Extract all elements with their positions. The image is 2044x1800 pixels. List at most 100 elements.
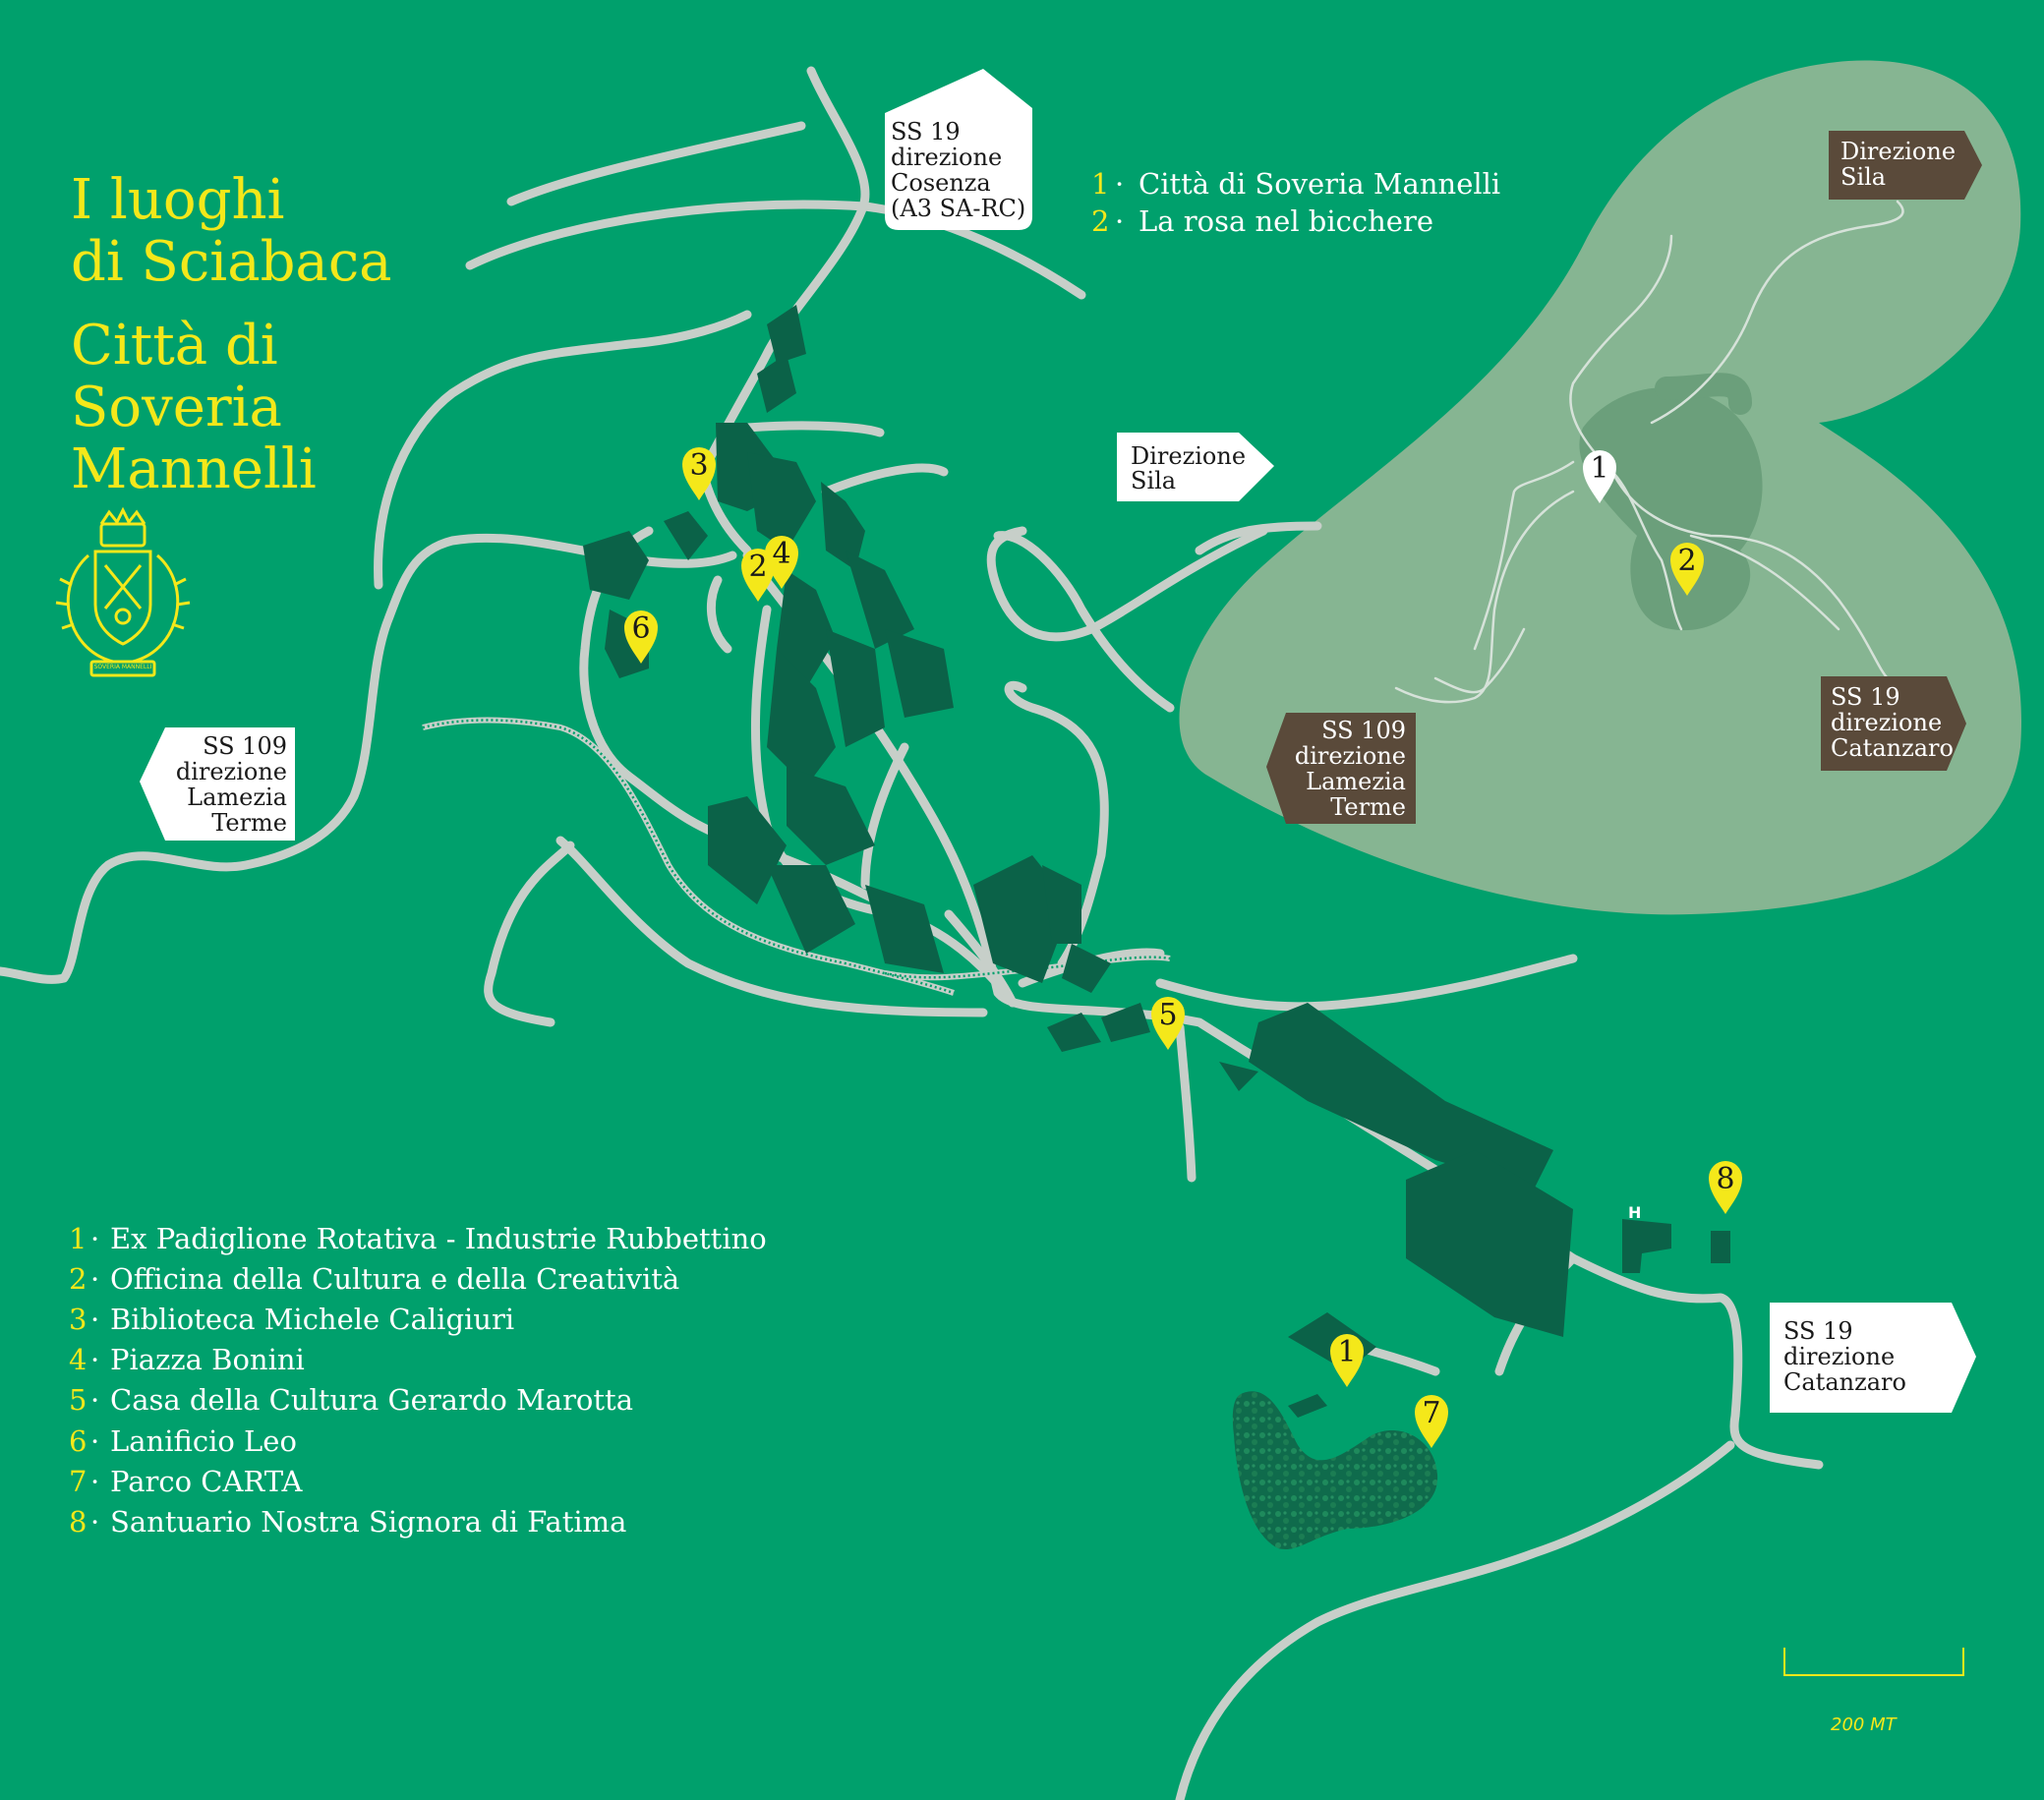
sign-lamezia-inset-line-2: direzione bbox=[1295, 742, 1406, 770]
legend-num-2: 2 bbox=[69, 1262, 87, 1296]
legend-sep-4: · bbox=[90, 1343, 99, 1376]
sign-lamezia-inset: SS 109 direzione Lamezia Terme bbox=[1266, 713, 1416, 824]
legend-sep-2: · bbox=[90, 1262, 99, 1296]
pin-5-label: 5 bbox=[1158, 998, 1177, 1032]
pin-1[interactable]: 1 bbox=[1330, 1334, 1364, 1387]
map-pin-icon bbox=[1709, 1161, 1742, 1214]
crest-caption: SOVERIA MANNELLI bbox=[94, 664, 152, 670]
legend-label-2: Officina della Cultura e della Creativit… bbox=[110, 1262, 679, 1296]
legend-label-3: Biblioteca Michele Caligiuri bbox=[110, 1303, 514, 1336]
roads-layer bbox=[0, 66, 1824, 1800]
legend-label-6: Lanificio Leo bbox=[110, 1424, 297, 1458]
sign-lamezia-left: SS 109 direzione Lamezia Terme bbox=[140, 727, 295, 841]
inset-roads-layer bbox=[1394, 200, 1904, 704]
sign-sila-inset: Direzione Sila bbox=[1829, 131, 1982, 200]
sign-lamezia-left-line-3: Lamezia bbox=[187, 784, 287, 811]
legend-num-6: 6 bbox=[69, 1424, 87, 1458]
pin-8[interactable]: 8 bbox=[1709, 1161, 1742, 1214]
map-pin-icon bbox=[1670, 543, 1704, 596]
main-legend: 1 · Ex Padiglione Rotativa - Industrie R… bbox=[69, 1222, 767, 1539]
legend-num-5: 5 bbox=[69, 1383, 87, 1417]
inset-legend-sep-1: · bbox=[1115, 167, 1124, 201]
sign-sila-town-line-2: Sila bbox=[1131, 467, 1176, 494]
sign-catanzaro-right-line-1: SS 19 bbox=[1783, 1317, 1853, 1345]
pin-4-label: 4 bbox=[772, 537, 790, 571]
sign-cosenza-line-1: SS 19 bbox=[891, 118, 961, 145]
sign-catanzaro-right-line-2: direzione bbox=[1783, 1343, 1895, 1370]
sign-sila-inset-line-2: Sila bbox=[1840, 163, 1886, 191]
legend-sep-7: · bbox=[90, 1465, 99, 1498]
map-pin-icon bbox=[1151, 997, 1185, 1050]
municipal-crest-icon bbox=[55, 506, 191, 677]
pin-inset-2[interactable]: 2 bbox=[1670, 543, 1704, 596]
sign-lamezia-left-line-1: SS 109 bbox=[203, 732, 287, 760]
pin-5[interactable]: 5 bbox=[1151, 997, 1185, 1050]
inset-legend-num-1: 1 bbox=[1091, 167, 1109, 201]
pins-layer: 3 2 4 6 5 8 1 7 bbox=[624, 447, 1742, 1448]
sign-catanzaro-inset-line-3: Catanzaro bbox=[1831, 734, 1954, 762]
buildings-layer bbox=[583, 305, 1730, 1418]
pin-inset-1-label: 1 bbox=[1590, 451, 1608, 486]
pin-inset-1[interactable]: 1 bbox=[1583, 450, 1616, 503]
legend-num-4: 4 bbox=[69, 1343, 87, 1376]
map-pin-icon bbox=[1583, 450, 1616, 503]
scale-label: 200 MT bbox=[1831, 1714, 1898, 1735]
legend-num-7: 7 bbox=[69, 1465, 87, 1498]
sign-lamezia-left-line-4: Terme bbox=[211, 809, 287, 837]
legend-label-5: Casa della Cultura Gerardo Marotta bbox=[110, 1383, 633, 1417]
title-line-2: di Sciabaca bbox=[71, 230, 392, 294]
sign-sila-town: Direzione Sila bbox=[1117, 433, 1274, 501]
legend-sep-6: · bbox=[90, 1424, 99, 1458]
title-line-4: Soveria bbox=[71, 376, 282, 439]
sila-inset-built-area bbox=[1579, 387, 1763, 631]
title-line-1: I luoghi bbox=[71, 168, 284, 232]
map-pin-icon bbox=[1330, 1334, 1364, 1387]
map-pin-icon bbox=[1415, 1395, 1448, 1448]
legend-label-7: Parco CARTA bbox=[110, 1465, 303, 1498]
pin-1-label: 1 bbox=[1337, 1335, 1356, 1369]
sign-lamezia-inset-line-4: Terme bbox=[1330, 793, 1406, 821]
pin-6[interactable]: 6 bbox=[624, 610, 658, 664]
legend-label-1: Ex Padiglione Rotativa - Industrie Rubbe… bbox=[110, 1222, 767, 1255]
pin-inset-2-label: 2 bbox=[1677, 544, 1696, 578]
inset-legend: 1 · Città di Soveria Mannelli 2 · La ros… bbox=[1091, 167, 1500, 238]
legend-sep-8: · bbox=[90, 1505, 99, 1539]
sign-cosenza-line-4: (A3 SA-RC) bbox=[891, 195, 1025, 222]
sign-lamezia-inset-line-1: SS 109 bbox=[1321, 717, 1406, 744]
pin-3[interactable]: 3 bbox=[682, 447, 716, 500]
pin-7[interactable]: 7 bbox=[1415, 1395, 1448, 1448]
sign-catanzaro-inset: SS 19 direzione Catanzaro bbox=[1821, 676, 1966, 771]
sign-lamezia-left-line-2: direzione bbox=[176, 758, 287, 785]
legend-num-1: 1 bbox=[69, 1222, 87, 1255]
legend-num-8: 8 bbox=[69, 1505, 87, 1539]
title-line-5: Mannelli bbox=[71, 437, 317, 501]
sign-sila-town-line-1: Direzione bbox=[1131, 442, 1246, 470]
pin-7-label: 7 bbox=[1422, 1396, 1440, 1430]
sign-catanzaro-inset-line-2: direzione bbox=[1831, 709, 1942, 736]
pin-3-label: 3 bbox=[689, 448, 708, 483]
legend-sep-1: · bbox=[90, 1222, 99, 1255]
pin-2-label: 2 bbox=[748, 550, 767, 584]
sign-lamezia-inset-line-3: Lamezia bbox=[1306, 768, 1406, 795]
sign-catanzaro-inset-line-1: SS 19 bbox=[1831, 683, 1900, 711]
legend-label-8: Santuario Nostra Signora di Fatima bbox=[110, 1505, 626, 1539]
sign-catanzaro-right: SS 19 direzione Catanzaro bbox=[1770, 1303, 1976, 1413]
inset-legend-num-2: 2 bbox=[1091, 204, 1109, 238]
sign-catanzaro-right-line-3: Catanzaro bbox=[1783, 1368, 1906, 1396]
title-line-3: Città di bbox=[71, 314, 278, 377]
map-pin-icon bbox=[682, 447, 716, 500]
sila-inset-ridge bbox=[1655, 373, 1752, 415]
hospital-label: H bbox=[1628, 1203, 1641, 1222]
pin-8-label: 8 bbox=[1716, 1162, 1734, 1196]
inset-legend-label-2: La rosa nel bicchere bbox=[1139, 204, 1433, 238]
pin-4[interactable]: 4 bbox=[765, 536, 798, 589]
scale-bar: 200 MT bbox=[1783, 1648, 1964, 1735]
map-title: I luoghi di Sciabaca Città di Soveria Ma… bbox=[71, 168, 392, 501]
inset-legend-label-1: Città di Soveria Mannelli bbox=[1139, 167, 1500, 201]
sign-sila-inset-line-1: Direzione bbox=[1840, 138, 1956, 165]
legend-sep-3: · bbox=[90, 1303, 99, 1336]
legend-sep-5: · bbox=[90, 1383, 99, 1417]
pin-6-label: 6 bbox=[631, 611, 650, 646]
sign-cosenza: SS 19 direzione Cosenza (A3 SA-RC) bbox=[885, 69, 1032, 230]
